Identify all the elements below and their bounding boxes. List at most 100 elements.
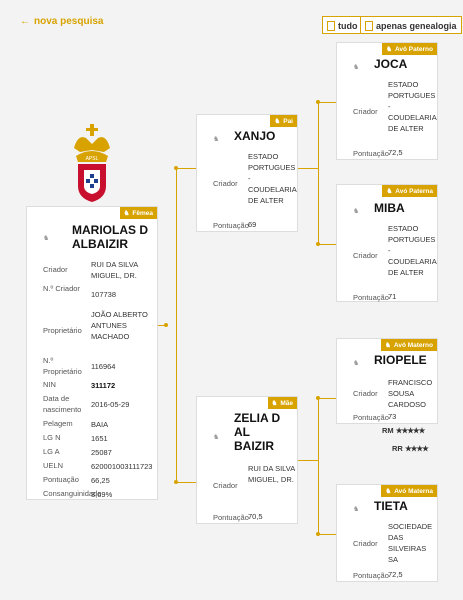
field-label: Pontuação — [353, 413, 389, 422]
field-value: ESTADO PORTUGUES - COUDELARIA DE ALTER — [248, 152, 297, 205]
horse-name: TIETA — [374, 499, 408, 513]
document-icon — [365, 20, 373, 31]
relation-badge: ♞Avô Paterno — [382, 43, 437, 55]
crest-logo: APSL — [74, 124, 110, 202]
field-label: LG N — [43, 433, 61, 442]
horse-name: RIOPELE — [374, 353, 427, 367]
field-value: 3,69% — [91, 490, 113, 499]
sex-badge: ♞Fêmea — [119, 207, 157, 219]
field-value: 71 — [388, 292, 397, 301]
field-value: SOCIEDADE DAS SILVEIRAS SA — [388, 522, 433, 564]
field-label: UELN — [43, 461, 64, 470]
document-icon — [327, 20, 335, 31]
field-value: 620001003111723 — [91, 462, 153, 471]
horse-icon: ♞ — [353, 506, 360, 513]
field-value: 73 — [388, 412, 397, 421]
horse-icon: ♞ — [385, 342, 391, 349]
field-label: Pontuação — [353, 293, 389, 302]
field-value: RUI DA SILVA MIGUEL, DR. — [248, 464, 295, 484]
field-value: 116964 — [91, 362, 116, 371]
field-value: 25087 — [91, 448, 112, 457]
horse-icon: ♞ — [213, 136, 220, 143]
horse-icon: ♞ — [271, 400, 278, 407]
filter-genealogy-button[interactable]: apenas genealogia — [360, 16, 462, 34]
rating-rr: RR ★★★★ — [392, 444, 429, 453]
horse-card-avo-paterno[interactable]: ♞Avô Paterno ♞ JOCA Criador ESTADO PORTU… — [336, 42, 438, 160]
field-value: 1651 — [91, 434, 108, 443]
horse-icon: ♞ — [274, 118, 281, 125]
field-value: ESTADO PORTUGUES - COUDELARIA DE ALTER — [388, 80, 437, 133]
field-value: 311172 — [91, 381, 116, 390]
relation-badge: ♞Avó Paterna — [382, 185, 437, 197]
field-value: 72,5 — [388, 148, 403, 157]
field-label: Data de nascimento — [43, 394, 82, 414]
field-label: Criador — [213, 481, 238, 490]
horse-card-ava-paterna[interactable]: ♞Avó Paterna ♞ MIBA Criador ESTADO PORTU… — [336, 184, 438, 302]
field-label: Criador — [353, 251, 378, 260]
horse-icon: ♞ — [353, 208, 360, 215]
horse-card-mae[interactable]: ♞Mãe ♞ ZELIA D AL BAIZIR Criador RUI DA … — [196, 396, 298, 524]
back-label: nova pesquisa — [34, 16, 104, 27]
field-label: N.º Criador — [43, 284, 80, 293]
field-label: Pontuação — [43, 475, 79, 484]
field-label: N.º Proprietário — [43, 356, 82, 376]
horse-icon: ♞ — [353, 360, 360, 367]
star-icon: ★★★★★ — [395, 426, 426, 435]
arrow-left-icon: ← — [20, 16, 30, 27]
filter-all-label: tudo — [338, 21, 358, 31]
rating-rm: RM ★★★★★ — [382, 426, 426, 435]
horse-icon: ♞ — [353, 64, 360, 71]
horse-card-main[interactable]: ♞Fêmea ♞ MARIOLAS D ALBAIZIR Criador RUI… — [26, 206, 158, 500]
field-label: Criador — [43, 265, 68, 274]
filter-all-button[interactable]: tudo — [322, 16, 363, 34]
field-value: JOÃO ALBERTO ANTUNES MACHADO — [91, 310, 148, 341]
field-label: Criador — [353, 539, 378, 548]
relation-badge: ♞Mãe — [267, 397, 297, 409]
horse-icon: ♞ — [386, 188, 393, 195]
star-icon: ★★★★ — [404, 444, 429, 453]
field-value: RUI DA SILVA MIGUEL, DR. — [91, 260, 138, 280]
filter-genealogy-label: apenas genealogia — [376, 21, 457, 31]
field-value: 2016-05-29 — [91, 400, 130, 409]
relation-badge: ♞Avô Materno — [381, 339, 437, 351]
field-label: Pontuação — [213, 221, 249, 230]
relation-badge: ♞Avó Materna — [381, 485, 437, 497]
field-value: 70,5 — [248, 512, 263, 521]
horse-name: MIBA — [374, 201, 405, 215]
field-label: Pontuação — [213, 513, 249, 522]
field-label: Pelagem — [43, 419, 73, 428]
field-value: 69 — [248, 220, 257, 229]
field-value: 66,25 — [91, 476, 110, 485]
field-value: 72,5 — [388, 570, 403, 579]
field-value: ESTADO PORTUGUES - COUDELARIA DE ALTER — [388, 224, 437, 277]
back-link[interactable]: ← nova pesquisa — [20, 16, 103, 27]
field-value: BAIA — [91, 420, 109, 429]
horse-name: MARIOLAS D ALBAIZIR — [72, 223, 148, 251]
horse-icon: ♞ — [43, 235, 50, 242]
field-label: LG A — [43, 447, 60, 456]
field-label: Criador — [213, 179, 238, 188]
relation-badge: ♞Pai — [270, 115, 297, 127]
horse-card-avo-materno[interactable]: ♞Avô Materno ♞ RIOPELE Criador FRANCISCO… — [336, 338, 438, 424]
horse-card-pai[interactable]: ♞Pai ♞ XANJO Criador ESTADO PORTUGUES - … — [196, 114, 298, 232]
svg-text:APSL: APSL — [86, 156, 99, 162]
field-label: Pontuação — [353, 571, 389, 580]
rating-label: RR — [392, 444, 403, 453]
field-label: Criador — [353, 389, 378, 398]
field-label: Pontuação — [353, 149, 389, 158]
horse-icon: ♞ — [213, 434, 220, 441]
horse-icon: ♞ — [123, 210, 130, 217]
horse-card-ava-materna[interactable]: ♞Avó Materna ♞ TIETA Criador SOCIEDADE D… — [336, 484, 438, 582]
horse-name: JOCA — [374, 57, 408, 71]
field-label: Criador — [353, 107, 378, 116]
horse-name: XANJO — [234, 129, 276, 143]
field-label: Proprietário — [43, 326, 82, 335]
horse-name: ZELIA D AL BAIZIR — [234, 411, 281, 453]
horse-icon: ♞ — [386, 46, 392, 53]
field-value: FRANCISCO SOUSA CARDOSO — [388, 378, 433, 409]
rating-label: RM — [382, 426, 394, 435]
horse-icon: ♞ — [385, 488, 392, 495]
field-label: Consanguinidade — [43, 489, 102, 498]
field-value: 107738 — [91, 290, 117, 299]
field-label: NIN — [43, 380, 56, 389]
